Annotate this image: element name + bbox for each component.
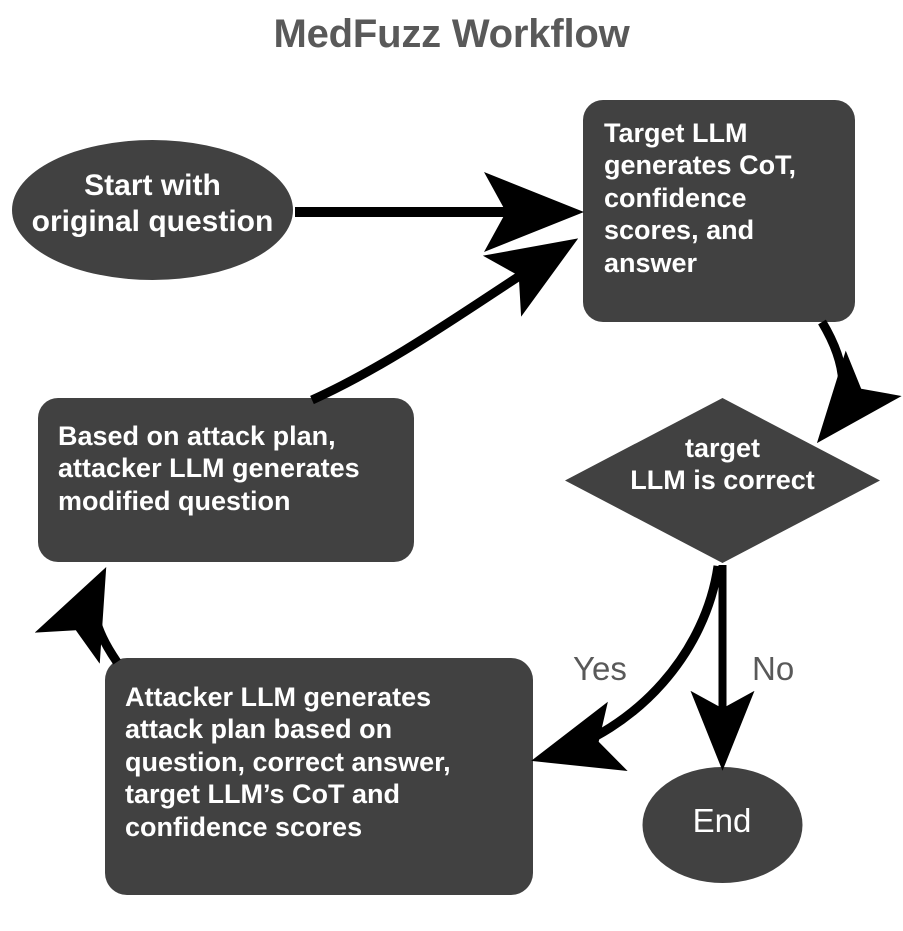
edge-target-to-decision [816,319,902,444]
node-modified-question[interactable] [38,398,414,562]
edge-attack-plan-to-modified [34,567,121,665]
node-end[interactable] [642,767,803,883]
node-start[interactable] [12,140,293,280]
edge-decision-to-attack-plan [531,565,723,771]
node-target-llm[interactable] [583,100,855,322]
edge-modified-to-target [310,238,579,405]
page-title: MedFuzz Workflow [273,12,630,56]
node-decision[interactable] [565,398,880,563]
edge-label-yes: Yes [573,650,627,687]
node-attack-plan[interactable] [105,658,533,895]
edge-label-no: No [752,650,795,687]
